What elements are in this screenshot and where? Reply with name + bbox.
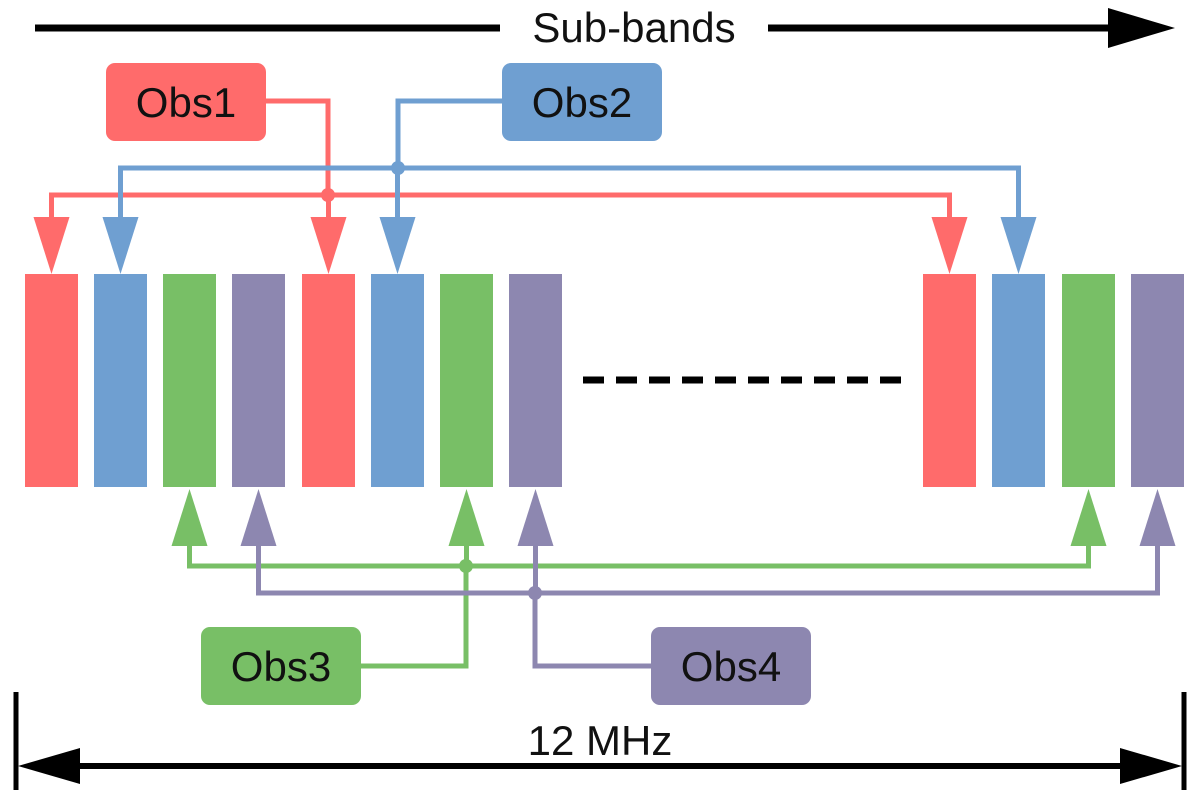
subband-bar-obs4: [1131, 274, 1184, 487]
obs4-arrowhead: [1139, 489, 1176, 546]
obs2-box: Obs2: [502, 63, 662, 141]
subbands-arrow-head: [1108, 8, 1175, 48]
obs1-box-bg: [106, 63, 266, 141]
obs4-box: Obs4: [651, 627, 811, 705]
obs4-arrowhead: [517, 489, 554, 546]
obs1-box: Obs1: [106, 63, 266, 141]
subband-bar-obs3: [440, 274, 493, 487]
obs2-arrowhead: [102, 217, 139, 274]
subband-bar-obs3: [163, 274, 216, 487]
connector-lines: [33, 98, 1176, 669]
obs4-arrowhead: [240, 489, 277, 546]
bandwidth-arrow-head-right: [1120, 748, 1182, 784]
obs3-arrowhead: [171, 489, 208, 546]
subband-bar-obs4: [232, 274, 285, 487]
obs1-arrowhead: [931, 217, 968, 274]
bandwidth-axis: 12 MHz: [13, 692, 1187, 790]
obs3-box: Obs3: [201, 627, 361, 705]
bandwidth-arrow-head-left: [18, 748, 80, 784]
obs3-arrowhead: [1070, 489, 1107, 546]
obs4-box-bg: [651, 627, 811, 705]
subband-bar-obs3: [1062, 274, 1115, 487]
subband-bar-obs2: [94, 274, 147, 487]
subbands-axis: Sub-bands: [35, 4, 1175, 51]
subband-bar-obs2: [992, 274, 1045, 487]
subband-bars: [25, 274, 1184, 487]
obs1-arrowhead: [310, 217, 347, 274]
bandwidth-label: 12 MHz: [528, 717, 673, 764]
obs2-arrowhead: [1000, 217, 1037, 274]
subbands-title: Sub-bands: [532, 4, 735, 51]
obs1-label: Obs1: [136, 79, 236, 126]
obs2-arrowhead: [379, 217, 416, 274]
subband-bar-obs1: [923, 274, 976, 487]
subband-bar-obs2: [371, 274, 424, 487]
obs3-arrowhead: [448, 489, 485, 546]
obs2-label: Obs2: [532, 79, 632, 126]
obs3-label: Obs3: [231, 643, 331, 690]
obs3-box-bg: [201, 627, 361, 705]
subband-bar-obs1: [25, 274, 78, 487]
obs1-arrowhead: [33, 217, 70, 274]
subband-bar-obs4: [509, 274, 562, 487]
obs2-box-bg: [502, 63, 662, 141]
obs4-label: Obs4: [681, 643, 781, 690]
subband-bar-obs1: [302, 274, 355, 487]
